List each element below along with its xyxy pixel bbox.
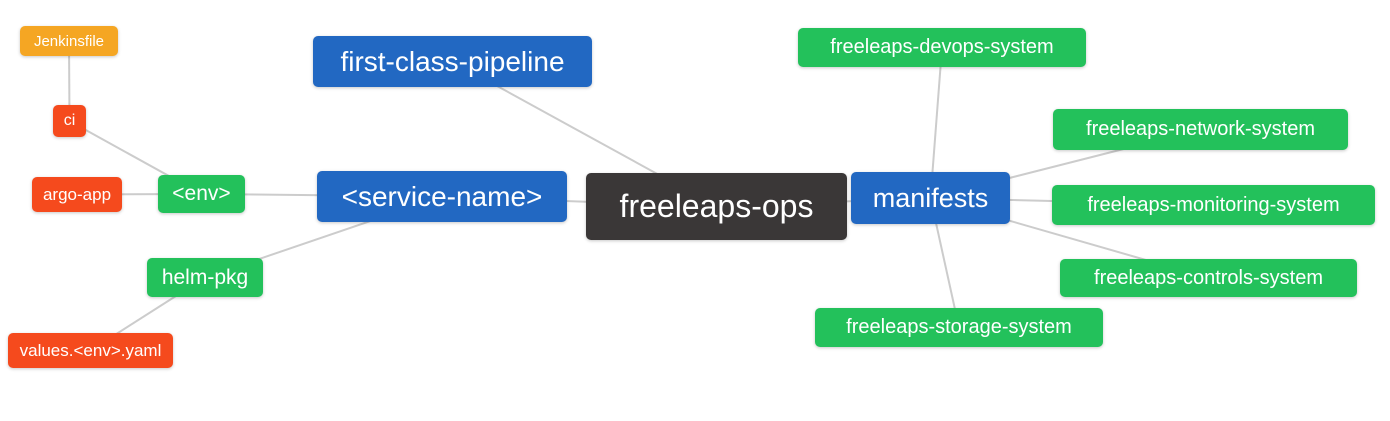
- node-freeleaps-ops-root[interactable]: freeleaps-ops: [586, 173, 847, 240]
- node-manifests[interactable]: manifests: [851, 172, 1010, 224]
- node-freeleaps-controls-system[interactable]: freeleaps-controls-system: [1060, 259, 1357, 297]
- node-freeleaps-network-system[interactable]: freeleaps-network-system: [1053, 109, 1348, 150]
- node-jenkinsfile[interactable]: Jenkinsfile: [20, 26, 118, 56]
- node-service-name[interactable]: <service-name>: [317, 171, 567, 222]
- node-freeleaps-monitoring-system[interactable]: freeleaps-monitoring-system: [1052, 185, 1375, 225]
- node-values-env-yaml[interactable]: values.<env>.yaml: [8, 333, 173, 368]
- node-first-class-pipeline[interactable]: first-class-pipeline: [313, 36, 592, 87]
- node-freeleaps-devops-system[interactable]: freeleaps-devops-system: [798, 28, 1086, 67]
- node-argo-app[interactable]: argo-app: [32, 177, 122, 212]
- node-env[interactable]: <env>: [158, 175, 245, 213]
- node-freeleaps-storage-system[interactable]: freeleaps-storage-system: [815, 308, 1103, 347]
- node-ci[interactable]: ci: [53, 105, 86, 137]
- node-helm-pkg[interactable]: helm-pkg: [147, 258, 263, 297]
